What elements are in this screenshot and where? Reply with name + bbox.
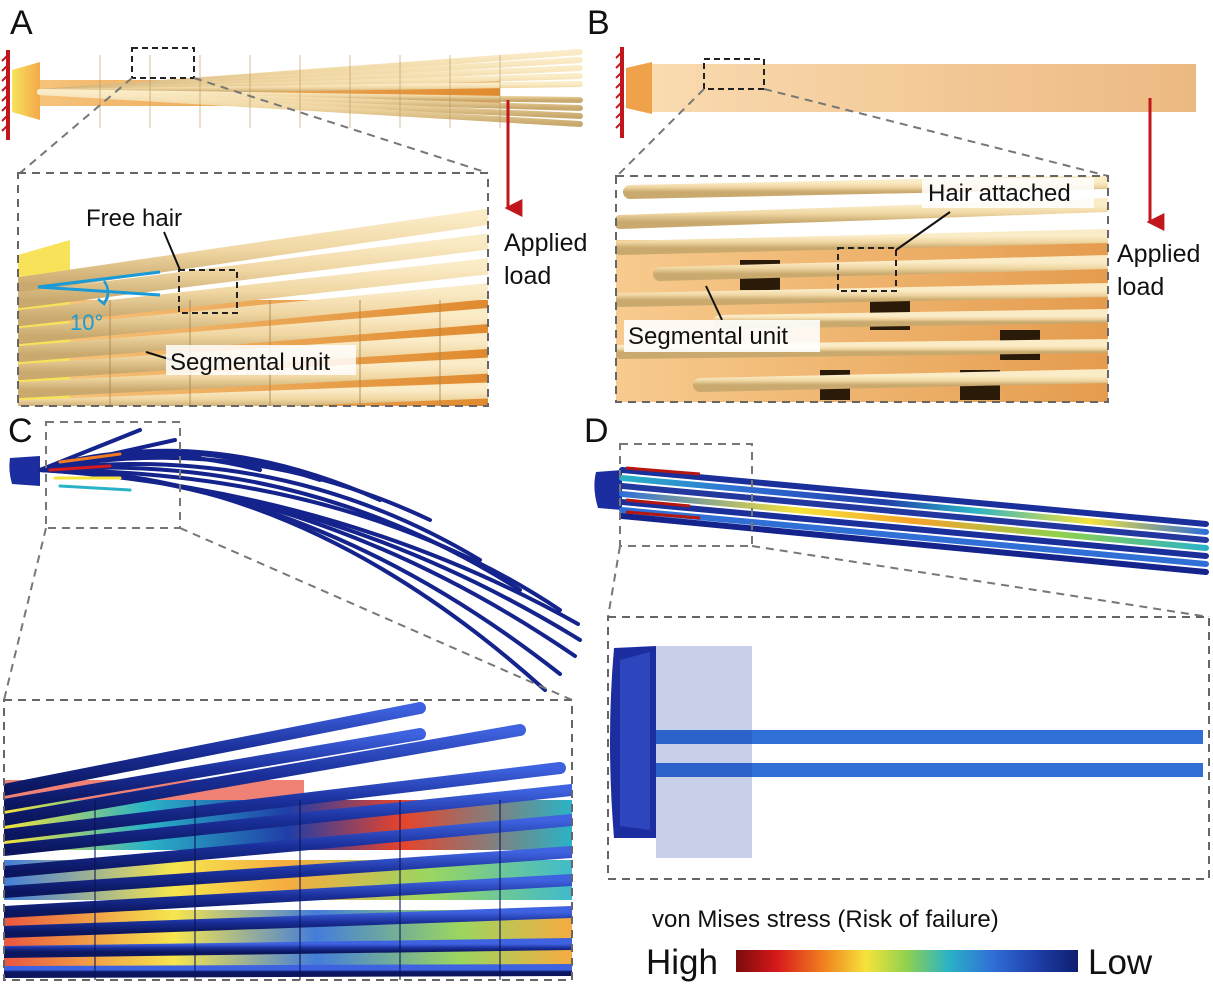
- zoom-leader-right-a: [193, 77, 489, 174]
- panel-c-label: C: [8, 412, 33, 450]
- base-b: [626, 62, 652, 114]
- inset-b: Hair attached Segmental unit: [615, 175, 1109, 403]
- base-a: [12, 62, 40, 120]
- inset-a-frame: [17, 172, 489, 407]
- load-label-b-line2: load: [1117, 273, 1164, 301]
- stress-hotspots-c: [48, 452, 132, 492]
- segmental-label-bg-a: [166, 345, 356, 375]
- angle-indicator-a: [37, 270, 161, 306]
- zoom-leader-right-d: [751, 545, 1210, 618]
- deformed-hair-bundle-c: [38, 428, 582, 692]
- segmental-label-b: Segmental unit: [628, 323, 788, 350]
- zoom-leader-right-c: [179, 527, 573, 701]
- stress-legend: von Mises stress (Risk of failure) High …: [646, 906, 1153, 982]
- hair-attached-label-bg: [922, 178, 1094, 208]
- zoom-leader-left-a: [19, 77, 133, 174]
- zoom-leader-left-c: [3, 527, 47, 701]
- inset-b-frame: [615, 175, 1109, 403]
- free-hair-pointer: [163, 231, 181, 271]
- panel-a-label: A: [10, 4, 33, 42]
- hair-attached-label: Hair attached: [928, 180, 1071, 207]
- inset-c: [3, 699, 573, 981]
- zoom-box-c: [45, 421, 181, 529]
- legend-colorbar: [736, 950, 1078, 972]
- panel-b-label: B: [587, 4, 610, 42]
- angle-label-a: 10°: [70, 310, 103, 335]
- hair-attached-pointer: [895, 211, 951, 251]
- zoom-leader-right-b: [763, 88, 1109, 177]
- base-c: [9, 456, 41, 486]
- panel-b: B Applied load: [587, 4, 1200, 403]
- free-hair-label: Free hair: [86, 205, 182, 232]
- panel-d-label: D: [584, 412, 609, 450]
- legend-high-label: High: [646, 943, 718, 982]
- load-label-a-line1: Applied: [504, 229, 587, 257]
- inset-a-detail-box: [178, 269, 238, 314]
- inset-b-detail-box: [837, 247, 897, 292]
- fixed-wall-b: [615, 47, 624, 138]
- free-hair-bundle-a: [37, 49, 583, 127]
- hair-segments-a: [99, 55, 501, 128]
- zoom-box-d: [619, 443, 753, 547]
- zoom-box-b: [703, 58, 765, 90]
- zoom-leader-left-d: [607, 545, 621, 618]
- zoom-box-a: [131, 47, 195, 79]
- stress-hotspots-d: [625, 466, 701, 520]
- panel-d: D: [584, 412, 1210, 880]
- fixed-wall-a: [1, 50, 10, 140]
- inset-d-frame: [607, 616, 1210, 880]
- legend-low-label: Low: [1088, 943, 1153, 982]
- hair-bundle-d: [619, 467, 1209, 575]
- segmental-label-bg-b: [624, 320, 820, 352]
- panel-c: C: [3, 412, 582, 981]
- load-label-b-line1: Applied: [1117, 240, 1200, 268]
- segmental-pointer-b: [705, 285, 723, 321]
- legend-title: von Mises stress (Risk of failure): [652, 906, 999, 933]
- inset-d: [607, 616, 1210, 880]
- base-d: [594, 470, 622, 510]
- inset-c-frame: [3, 699, 573, 981]
- panel-a: A: [1, 4, 587, 407]
- zoom-leader-left-b: [616, 88, 705, 177]
- load-label-a-line2: load: [504, 262, 551, 290]
- segmental-label-a: Segmental unit: [170, 349, 330, 376]
- inset-a: 10° Free hair Segmental unit: [17, 172, 489, 407]
